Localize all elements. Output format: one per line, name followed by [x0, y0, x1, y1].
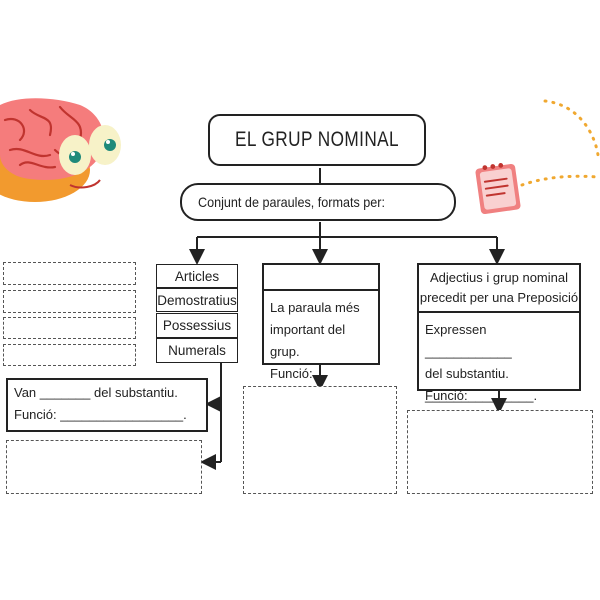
left-fill-line-1: Van _______ del substantiu.: [14, 385, 178, 400]
answer-box-demostratius[interactable]: [3, 290, 136, 313]
right-line-4: _______________.: [425, 388, 538, 403]
answer-box-possessius[interactable]: [3, 317, 136, 339]
middle-header-box[interactable]: [262, 263, 380, 291]
notepad-icon: [474, 160, 522, 216]
label-possessius: Possessius: [156, 313, 238, 338]
right-header-line-1: Adjectius i grup nominal: [429, 270, 569, 285]
brain-illustration: [0, 95, 130, 210]
right-answer-box[interactable]: [407, 410, 593, 494]
right-text-box: Expressen ____________ del substantiu. F…: [417, 311, 581, 403]
middle-line-2: important del grup.: [270, 322, 346, 359]
dotted-trail-decoration: [430, 95, 600, 225]
label-articles-text: Articles: [174, 268, 220, 284]
right-header-line-2: precedit per una Preposició: [419, 290, 579, 305]
middle-text-box: La paraula més important del grup. Funci…: [262, 289, 380, 403]
right-line-2: del substantiu.: [425, 366, 509, 381]
left-fill-box: Van _______ del substantiu. Funció: ____…: [6, 378, 208, 432]
left-fill-line-2: Funció: _________________.: [14, 407, 187, 422]
right-header-box: Adjectius i grup nominal precedit per un…: [417, 263, 581, 313]
left-answer-box[interactable]: [6, 440, 202, 494]
title-box: EL GRUP NOMINAL: [208, 114, 426, 166]
label-numerals-text: Numerals: [168, 343, 226, 358]
label-possessius-text: Possessius: [162, 318, 232, 333]
middle-answer-box[interactable]: [243, 386, 397, 494]
answer-box-articles[interactable]: [3, 262, 136, 285]
subtitle-text: Conjunt de paraules, formats per:: [198, 194, 386, 210]
label-demostratius-text: Demostratius: [157, 292, 237, 308]
answer-box-numerals[interactable]: [3, 344, 136, 366]
right-line-3: Funció:: [425, 388, 468, 403]
label-demostratius: Demostratius: [156, 288, 238, 312]
label-numerals: Numerals: [156, 338, 238, 363]
subtitle-box: Conjunt de paraules, formats per:: [180, 183, 456, 221]
page-title: EL GRUP NOMINAL: [234, 128, 400, 151]
right-line-1: Expressen ____________: [425, 322, 512, 359]
label-articles: Articles: [156, 264, 238, 288]
middle-line-1: La paraula més: [270, 300, 360, 315]
